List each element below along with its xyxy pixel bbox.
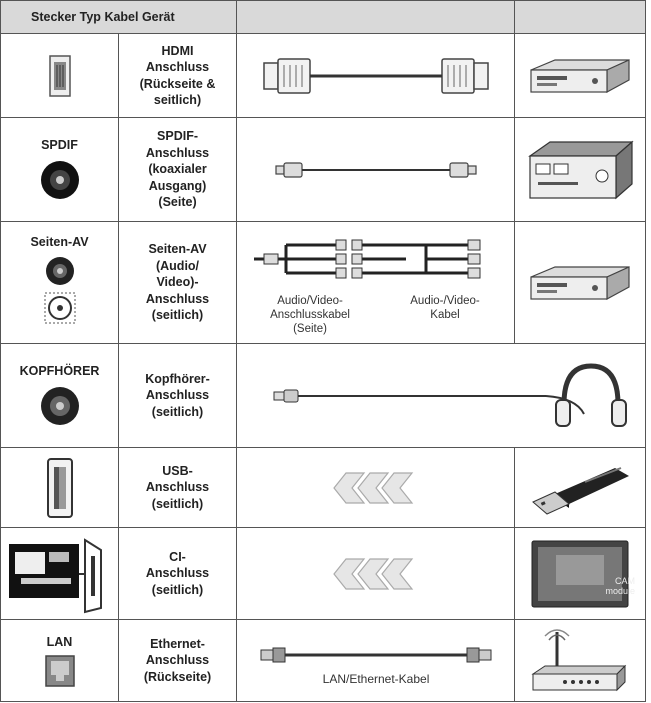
device-side-av [514, 221, 647, 344]
type-label-side-av: Seiten-AV [30, 234, 89, 249]
row-side-av: Seiten-AV Seiten-AV(Audio/Video)-Anschlu… [0, 221, 647, 344]
ci-slot-icon [8, 537, 102, 613]
type-label-lan: LAN [46, 634, 73, 649]
header-type: Stecker Typ [31, 10, 101, 24]
caption-av-cable: Audio-/Video-Kabel [410, 295, 480, 321]
ethernet-port-icon [44, 654, 75, 687]
type-label-spdif: SPDIF [41, 137, 78, 152]
header-col-4 [514, 0, 647, 34]
cable-side-av: Audio/Video-Anschlusskabel(Seite) Audio-… [236, 221, 516, 344]
router-icon [531, 628, 627, 691]
cable-hdmi [236, 33, 516, 118]
usb-stick-icon [532, 466, 630, 515]
type-label-headphone: KOPFHÖRER [19, 363, 100, 378]
cable-usb [236, 447, 516, 528]
av-cable-icon [253, 239, 481, 278]
hdmi-cable-icon [262, 57, 489, 94]
type-cell-lan: LAN [0, 619, 119, 702]
insert-arrows-icon [332, 557, 413, 590]
cable-spdif [236, 117, 516, 222]
device-lan [514, 619, 647, 702]
set-top-box-icon [530, 58, 630, 93]
cable-headphone [236, 343, 647, 448]
insert-arrows-icon [332, 471, 413, 504]
type-cell-spdif: SPDIF [0, 117, 119, 222]
desc-headphone: Kopfhörer-Anschluss(seitlich) [117, 343, 238, 448]
header-row: Stecker Typ Kabel Gerät [0, 0, 647, 34]
desc-usb: USB-Anschluss(seitlich) [117, 447, 238, 528]
row-headphone: KOPFHÖRER Kopfhörer-Anschluss(seitlich) [0, 343, 647, 448]
type-cell-headphone: KOPFHÖRER [0, 343, 119, 448]
audio-amplifier-icon [528, 140, 634, 199]
row-usb: USB-Anschluss(seitlich) [0, 447, 647, 528]
av-port-icon [44, 256, 75, 323]
rca-cable-icon [274, 161, 477, 178]
usb-port-icon [46, 457, 73, 518]
cam-module-icon [531, 540, 629, 607]
caption-lan-cable: LAN/Ethernet-Kabel [322, 672, 430, 686]
caption-av-side-cable: Audio/Video-Anschlusskabel(Seite) [270, 295, 350, 335]
ethernet-cable-icon [260, 647, 492, 662]
device-hdmi [514, 33, 647, 118]
desc-ci: CI-Anschluss(seitlich) [117, 527, 238, 620]
type-cell-side-av: Seiten-AV [0, 221, 119, 344]
type-cell-usb [0, 447, 119, 528]
headphone-cable-icon [273, 362, 628, 427]
device-spdif [514, 117, 647, 222]
device-usb [514, 447, 647, 528]
desc-lan: Ethernet-Anschluss(Rückseite) [117, 619, 238, 702]
coaxial-port-icon [40, 160, 79, 199]
desc-side-av: Seiten-AV(Audio/Video)-Anschluss(seitlic… [117, 221, 238, 344]
header-col-3 [236, 0, 516, 34]
headphone-jack-icon [40, 386, 79, 425]
cable-ci [236, 527, 516, 620]
cable-lan: LAN/Ethernet-Kabel [236, 619, 516, 702]
type-cell-hdmi [0, 33, 119, 118]
row-lan: LAN Ethernet-Anschluss(Rückseite) LAN/Et… [0, 619, 647, 702]
hdmi-port-icon [48, 54, 71, 97]
header-cable: Kabel Gerät [104, 10, 175, 24]
header-type-cable: Stecker Typ Kabel Gerät [0, 0, 238, 34]
type-cell-ci [0, 527, 119, 620]
set-top-box-icon [530, 265, 630, 300]
